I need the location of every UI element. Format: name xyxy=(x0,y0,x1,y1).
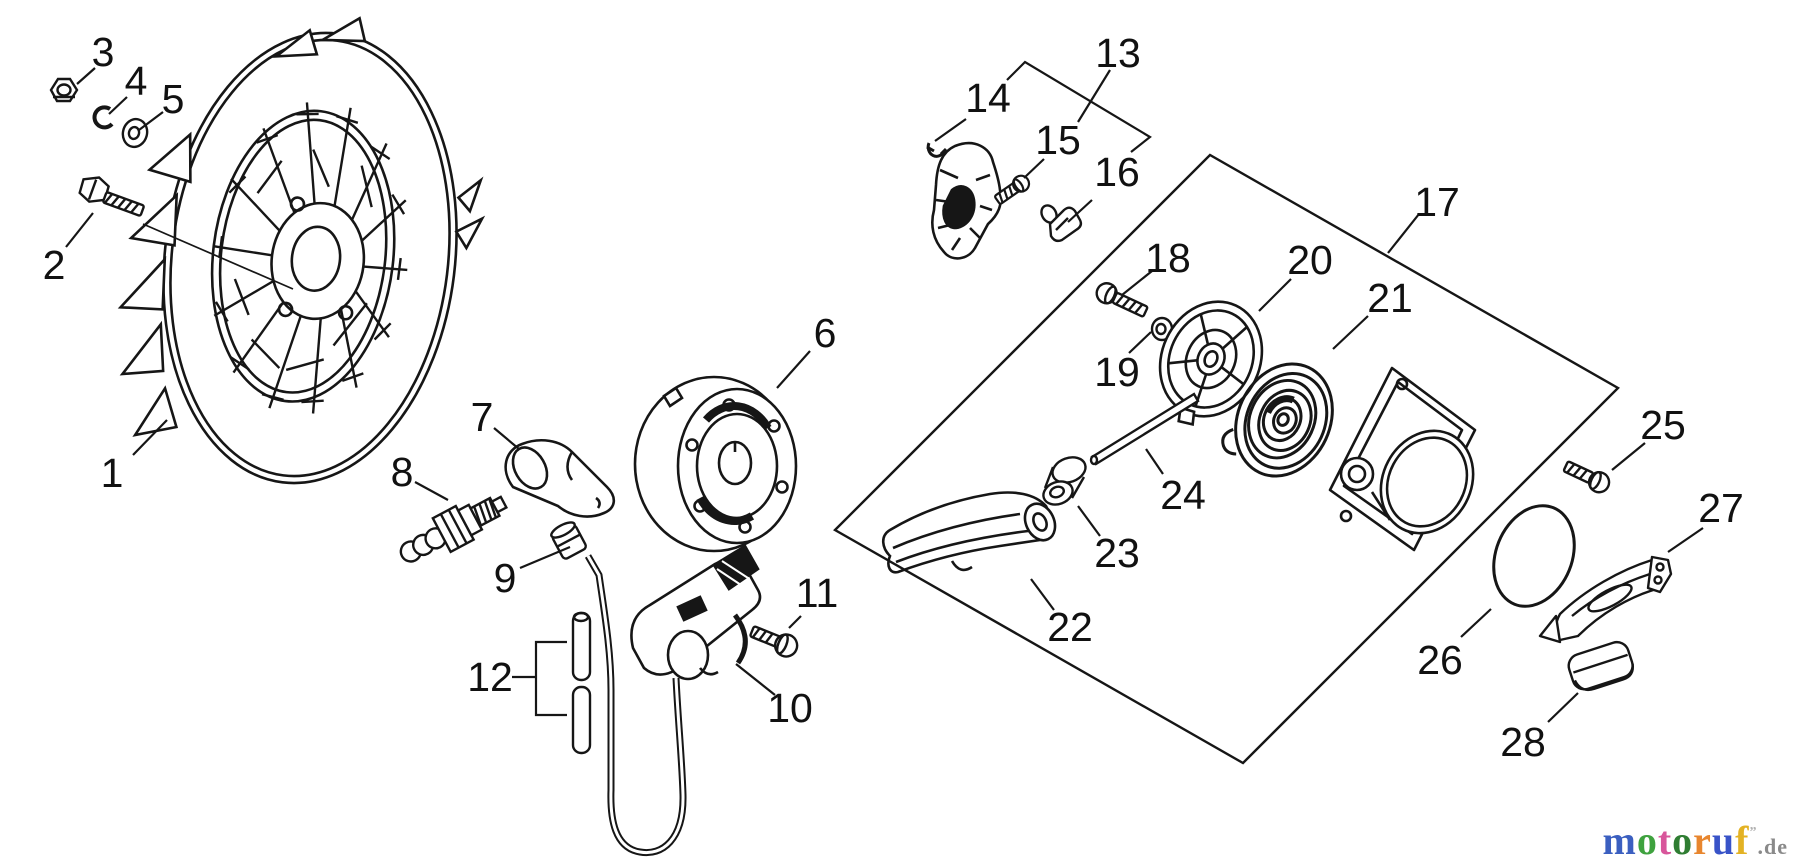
callout-label-20: 20 xyxy=(1287,237,1333,283)
callout-label-2: 2 xyxy=(43,242,66,288)
watermark-letter: u xyxy=(1711,818,1736,863)
callout-label-19: 19 xyxy=(1094,349,1140,395)
callout-label-16: 16 xyxy=(1094,149,1140,195)
callout-label-18: 18 xyxy=(1145,235,1191,281)
callout-leader-19 xyxy=(1128,331,1152,354)
callout-leader-26 xyxy=(1460,608,1492,638)
part-8-spark-plug xyxy=(399,495,509,563)
callout-label-26: 26 xyxy=(1417,637,1463,683)
callout-leader-27 xyxy=(1667,527,1704,553)
callout-label-24: 24 xyxy=(1160,472,1206,518)
callout-label-9: 9 xyxy=(494,555,517,601)
watermark-letter: r xyxy=(1693,818,1712,863)
part-26-o-ring xyxy=(1492,504,1576,608)
part-14-clip xyxy=(926,142,948,158)
callout-leader-24 xyxy=(1145,448,1164,475)
part-25-screw xyxy=(1562,460,1611,494)
watermark-letter: m xyxy=(1602,818,1637,863)
part-4-lock-washer xyxy=(92,105,114,130)
part-15-screw xyxy=(994,174,1031,205)
callout-leader-2 xyxy=(65,212,94,248)
callout-leader-3 xyxy=(76,67,96,85)
callout-leader-23 xyxy=(1077,505,1101,537)
part-6-flywheel-rotor xyxy=(633,375,798,553)
callout-leader-28 xyxy=(1547,692,1579,723)
callout-leader-11 xyxy=(788,615,802,629)
callout-leader-16 xyxy=(1067,199,1093,223)
part-13-pawl-carrier xyxy=(931,141,1003,260)
callout-label-4: 4 xyxy=(125,58,148,104)
callout-label-27: 27 xyxy=(1698,485,1744,531)
callout-leader-8 xyxy=(414,481,449,501)
callout-label-1: 1 xyxy=(101,450,124,496)
callout-leader-22 xyxy=(1030,578,1055,611)
callout-label-3: 3 xyxy=(92,29,115,75)
callout-label-22: 22 xyxy=(1047,604,1093,650)
callout-leader-7 xyxy=(493,427,520,450)
callout-label-8: 8 xyxy=(391,449,414,495)
callout-label-17: 17 xyxy=(1414,179,1460,225)
watermark-tld: .de xyxy=(1757,834,1788,859)
callout-label-7: 7 xyxy=(471,394,494,440)
callout-leader-15 xyxy=(1023,158,1045,179)
part-5-washer xyxy=(121,117,149,149)
watermark-word: motoruf xyxy=(1603,818,1750,863)
callout-leader-13 xyxy=(1077,69,1111,123)
part-2-bolt xyxy=(78,176,294,290)
callout-label-10: 10 xyxy=(767,685,813,731)
part-11-screw xyxy=(749,625,799,658)
callout-leader-4 xyxy=(108,96,128,115)
callout-label-23: 23 xyxy=(1094,530,1140,576)
callout-leader-12 xyxy=(534,640,567,717)
watermark-letter: o xyxy=(1672,818,1694,863)
part-9-terminal xyxy=(550,521,587,560)
callout-label-15: 15 xyxy=(1035,117,1081,163)
starter-housing xyxy=(1328,366,1477,552)
callout-label-28: 28 xyxy=(1500,719,1546,765)
part-16-pawl xyxy=(1040,204,1083,243)
part-3-nut xyxy=(49,77,79,103)
watermark-letter: f xyxy=(1735,818,1750,863)
callout-label-5: 5 xyxy=(162,76,185,122)
part-18-screw xyxy=(1095,282,1149,318)
callout-label-21: 21 xyxy=(1367,275,1413,321)
callout-leader-21 xyxy=(1332,315,1369,350)
callout-label-13: 13 xyxy=(1095,30,1141,76)
part-7-spark-plug-cap xyxy=(504,438,616,518)
callout-leader-18 xyxy=(1121,270,1153,296)
watermark-trademark: ” xyxy=(1749,825,1758,840)
callout-label-12: 12 xyxy=(467,654,513,700)
watermark-motoruf: motoruf”.de xyxy=(1603,817,1789,864)
part-21-recoil-spring xyxy=(1221,362,1334,478)
callout-leader-14 xyxy=(934,118,967,142)
part-28-cushion xyxy=(1567,640,1635,692)
part-23-bushing xyxy=(1042,456,1087,506)
part-22-starter-handle xyxy=(881,491,1057,574)
callout-label-11: 11 xyxy=(796,570,839,616)
callout-leader-20 xyxy=(1258,278,1292,312)
part-12-tubes xyxy=(571,611,592,755)
part-20-starter-pulley xyxy=(1158,300,1264,426)
starter-assembly-box xyxy=(833,153,1620,765)
part-24-starter-rod xyxy=(1089,392,1200,466)
callout-leader-5 xyxy=(138,111,164,131)
callout-leader-6 xyxy=(776,350,811,389)
callout-label-14: 14 xyxy=(965,75,1011,121)
callout-leader-13 xyxy=(1006,60,1152,153)
part-10-ignition-coil xyxy=(584,544,762,857)
callout-label-25: 25 xyxy=(1640,402,1686,448)
callout-leader-1 xyxy=(132,419,168,456)
callout-label-6: 6 xyxy=(814,310,837,356)
callout-leader-10 xyxy=(735,663,776,696)
part-27-bracket xyxy=(1538,555,1673,644)
callout-leader-9 xyxy=(519,545,571,570)
callout-leader-25 xyxy=(1611,442,1646,471)
watermark-letter: o xyxy=(1636,818,1658,863)
callout-leader-17 xyxy=(1387,213,1420,254)
watermark-letter: t xyxy=(1657,818,1673,863)
